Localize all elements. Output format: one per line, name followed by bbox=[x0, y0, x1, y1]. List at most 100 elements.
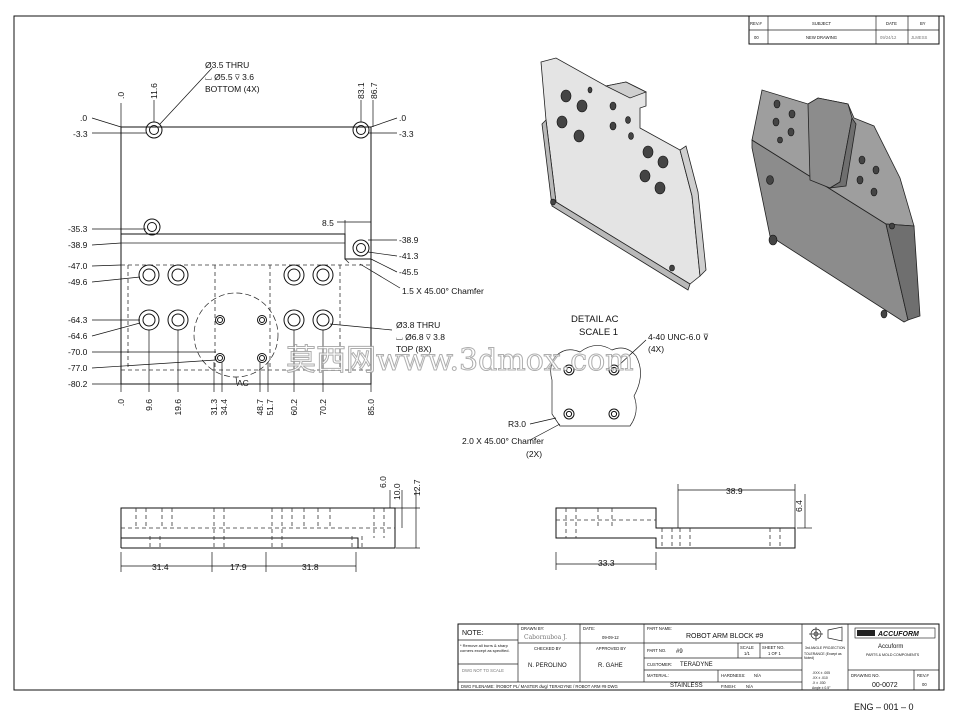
bottom-cbore-holes bbox=[143, 121, 370, 257]
hole-note-2-line2: ⌴ Ø6.8 ⊽ 3.8 bbox=[396, 332, 445, 342]
isometric-view-top bbox=[540, 57, 707, 291]
drawn-by-value: Cabornuboa J. bbox=[524, 634, 567, 641]
part-no-label: PART NO. bbox=[647, 648, 666, 653]
date-label: DATE: bbox=[583, 626, 595, 631]
left-dim: -64.6 bbox=[68, 331, 88, 341]
date-value: 09-09-12 bbox=[602, 635, 619, 640]
chamfer-note: 1.5 X 45.00° Chamfer bbox=[402, 286, 484, 296]
scale-label: SCALE bbox=[740, 645, 754, 650]
top-dim-83-1: 83.1 bbox=[356, 82, 366, 99]
bottom-dim: 9.6 bbox=[144, 399, 154, 411]
right-ordinate-leaders bbox=[367, 117, 398, 273]
top-view: .0 11.6 83.1 86.7 Ø3.5 THRU ⌴ Ø5.5 ⊽ 3.6… bbox=[68, 60, 484, 416]
file-label: DWG FILENAME: bbox=[461, 684, 495, 689]
left-dim-labels: .0 -3.3 -35.3 -38.9 -47.0 -49.6 -64.3 -6… bbox=[68, 113, 88, 389]
file-path: /ROBOT PL/ MASTER dwg/ TERADYNE / ROBOT … bbox=[496, 684, 618, 689]
front-hidden-holes bbox=[135, 508, 385, 548]
projection-symbol-icon bbox=[809, 626, 843, 642]
drawn-by-label: DRAWN BY: bbox=[521, 626, 544, 631]
drawing-no-value: 00-0072 bbox=[872, 682, 898, 689]
title-block: NOTE: * Remove all burrs & sharp corners… bbox=[457, 623, 940, 691]
bottom-dim: 70.2 bbox=[318, 399, 328, 416]
iso-top-holes bbox=[550, 86, 675, 272]
detail-radius: R3.0 bbox=[508, 419, 526, 429]
company-logo-text: ACCUFORM bbox=[877, 631, 919, 638]
rev-header-subject: SUBJECT bbox=[812, 21, 832, 26]
hole-note-1-line1: Ø3.5 THRU bbox=[205, 60, 249, 70]
note-text: * Remove all burrs & sharp corners excep… bbox=[460, 643, 510, 653]
front-dim-10-0: 10.0 bbox=[392, 483, 402, 500]
isometric-view-dark bbox=[751, 89, 921, 323]
bottom-dim: 51.7 bbox=[265, 399, 275, 416]
detail-scale: SCALE 1 bbox=[579, 327, 618, 338]
rev-row-subject: NEW DRAWING bbox=[806, 35, 837, 40]
hole-note-2-line3: TOP (8X) bbox=[396, 344, 432, 354]
approved-label: APPROVED BY bbox=[596, 646, 626, 651]
hole-note-2-line1: Ø3.8 THRU bbox=[396, 320, 440, 330]
bottom-dim: .0 bbox=[116, 399, 126, 406]
rev-header-by: BY bbox=[920, 21, 926, 26]
detail-thread-note-2: (4X) bbox=[648, 344, 664, 354]
rev-label: REV.# bbox=[917, 673, 929, 678]
part-name-value: ROBOT ARM BLOCK #9 bbox=[686, 633, 763, 640]
right-dim: -41.3 bbox=[399, 251, 419, 261]
left-dim: -77.0 bbox=[68, 363, 88, 373]
part-no-value: #9 bbox=[676, 649, 683, 655]
rev-row-rev: 00 bbox=[754, 35, 759, 40]
front-dim-17-9: 17.9 bbox=[230, 562, 247, 572]
approved-value: R. GAHE bbox=[598, 663, 623, 669]
hardness-label: HARDNESS: bbox=[721, 673, 745, 678]
rev-row-date: 09/24/12 bbox=[880, 35, 897, 40]
customer-label: CUSTOMER: bbox=[647, 662, 672, 667]
dim-8-5: 8.5 bbox=[322, 218, 334, 228]
footer-code: ENG – 001 – 0 bbox=[854, 702, 914, 712]
top-cbore-holes bbox=[138, 264, 334, 331]
front-dim-6-0: 6.0 bbox=[378, 476, 388, 488]
note-label: NOTE: bbox=[462, 630, 483, 637]
hardness-value: N/A bbox=[754, 673, 761, 678]
drawing-no-label: DRAWING NO. bbox=[851, 673, 880, 678]
bottom-dim: 31.3 bbox=[209, 399, 219, 416]
top-dim-86-7: 86.7 bbox=[369, 82, 379, 99]
tolerance-label: TOLERANCE (Except as Noted) bbox=[804, 652, 842, 660]
sheet-label: SHEET NO. bbox=[762, 645, 785, 650]
left-ordinate-leaders bbox=[91, 117, 217, 385]
left-dim: -47.0 bbox=[68, 261, 88, 271]
right-dim-labels: .0 -3.3 -38.9 -41.3 -45.5 bbox=[399, 113, 419, 277]
bottom-dim: 19.6 bbox=[173, 399, 183, 416]
part-name-label: PART NAME: bbox=[647, 626, 672, 631]
customer-value: TERADYNE bbox=[680, 662, 713, 668]
hole-note-1-line2: ⌴ Ø5.5 ⊽ 3.6 bbox=[205, 72, 254, 82]
front-view: 31.4 17.9 31.8 6.0 10.0 12.7 bbox=[120, 476, 422, 572]
detail-title: DETAIL AC bbox=[571, 314, 619, 325]
rev-header-date: DATE bbox=[886, 21, 897, 26]
watermark: 莫西网www.3dmox.com bbox=[286, 343, 634, 378]
material-value: STAINLESS bbox=[670, 683, 703, 689]
rev-row-by: JLMESS bbox=[911, 35, 927, 40]
left-dim: -35.3 bbox=[68, 224, 88, 234]
checked-value: N. PEROLINO bbox=[528, 663, 567, 669]
left-dim: -49.6 bbox=[68, 277, 88, 287]
right-dim: .0 bbox=[399, 113, 406, 123]
top-view-upper-outline bbox=[120, 126, 372, 260]
note-text-2: DWG NOT TO SCALE bbox=[462, 668, 504, 673]
bottom-dim-labels: .0 9.6 19.6 31.3 34.4 48.7 51.7 60.2 70.… bbox=[116, 399, 376, 416]
rev-header-rev: REV.# bbox=[750, 21, 762, 26]
bottom-dim: 85.0 bbox=[366, 399, 376, 416]
right-dim: -3.3 bbox=[399, 129, 414, 139]
company-address: PARTS & MOLD COMPONENTS bbox=[866, 653, 920, 657]
hole-note-1-line3: BOTTOM (4X) bbox=[205, 84, 260, 94]
left-dim: -64.3 bbox=[68, 315, 88, 325]
scale-value: 1/1 bbox=[744, 651, 750, 656]
top-dim-zero: .0 bbox=[116, 92, 126, 99]
company-logo: ACCUFORM bbox=[854, 627, 936, 639]
iso-dark-holes bbox=[766, 99, 895, 319]
front-dim-12-7: 12.7 bbox=[412, 479, 422, 496]
sheet-value: 1 OF 1 bbox=[768, 651, 781, 656]
bottom-dim: 48.7 bbox=[255, 399, 265, 416]
left-dim: -80.2 bbox=[68, 379, 88, 389]
tolerance-value: Angle ± 0.5° bbox=[812, 686, 831, 690]
front-dim-31-4: 31.4 bbox=[152, 562, 169, 572]
